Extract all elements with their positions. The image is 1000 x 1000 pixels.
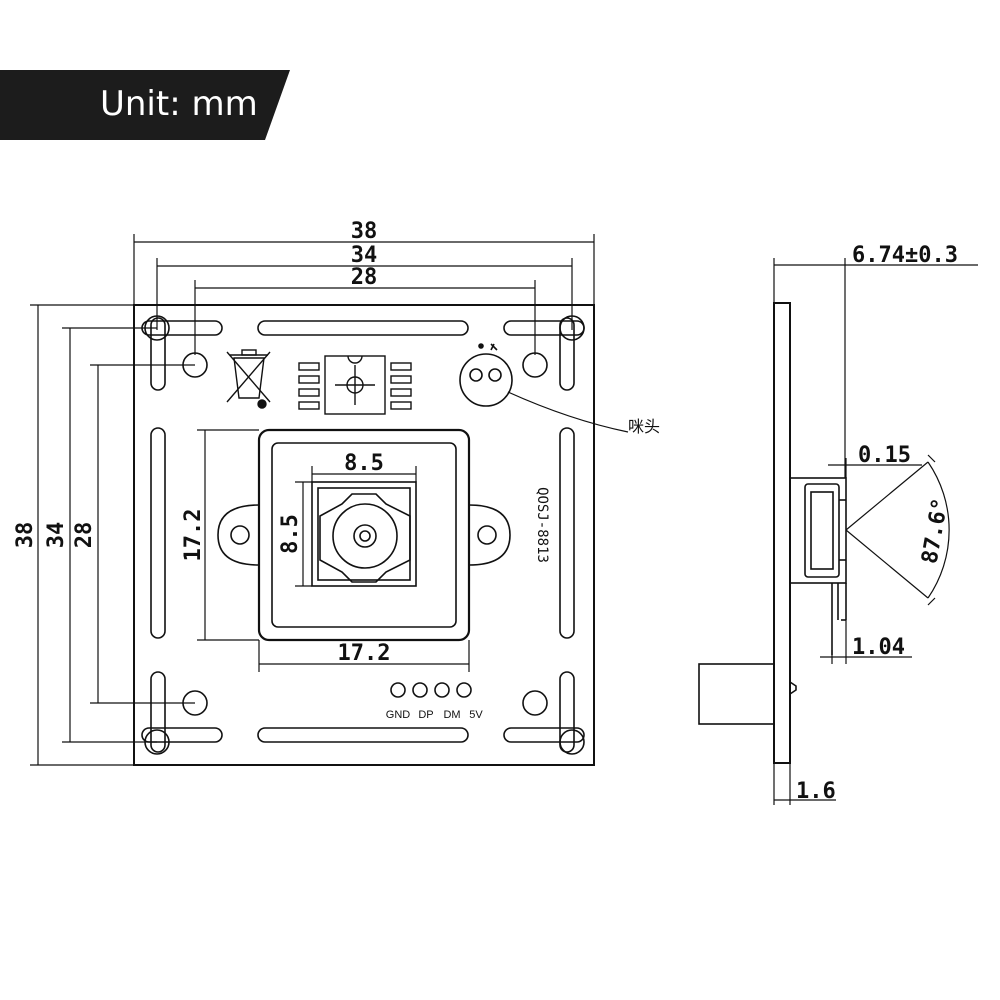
microphone-icon <box>459 343 629 433</box>
pcb-outline <box>133 304 595 766</box>
dim-gap: 0.15 <box>858 443 911 468</box>
pin-pads <box>390 682 472 698</box>
pin-label-dp: DP <box>418 709 433 721</box>
side-connector <box>698 663 775 725</box>
pcb-slots <box>141 317 585 753</box>
side-pcb <box>773 302 791 764</box>
dim-sensor-w: 8.5 <box>344 451 384 476</box>
dim-fov: 87.6° <box>918 496 954 566</box>
inner-dimension-lines <box>197 429 470 672</box>
left-dimension-lines <box>30 304 195 766</box>
unit-label: Unit: mm <box>100 84 258 124</box>
mounting-holes <box>144 315 585 755</box>
board-marking: QOSJ-8813 <box>534 487 550 563</box>
dim-sensor-thickness: 1.04 <box>852 635 905 660</box>
dim-pcb-thickness: 1.6 <box>796 779 836 804</box>
dim-sensor-h: 8.5 <box>278 514 303 554</box>
pin-label-5v: 5V <box>469 709 483 721</box>
ic-chip-icon <box>298 355 412 415</box>
dim-holder-w: 17.2 <box>338 641 391 666</box>
lens-icon <box>319 493 411 583</box>
dim-height-holes: 34 <box>44 522 69 549</box>
dim-height-overall: 38 <box>13 522 38 549</box>
microphone-label: 咪头 <box>628 417 660 436</box>
pin-label-dm: DM <box>443 709 460 721</box>
dim-width-inner: 28 <box>351 265 378 290</box>
dim-total-height: 6.74±0.3 <box>852 243 958 268</box>
top-dimension-lines <box>133 234 595 355</box>
lens-holder <box>217 428 511 642</box>
side-lens-holder <box>789 477 847 584</box>
side-view <box>698 258 978 805</box>
pin-label-gnd: GND <box>386 709 411 721</box>
weee-bin-icon <box>226 349 271 409</box>
side-dimension-lines <box>773 258 978 805</box>
dim-holder-h: 17.2 <box>181 509 206 562</box>
front-view <box>30 234 629 766</box>
unit-banner <box>0 70 290 140</box>
dim-width-overall: 38 <box>351 219 378 244</box>
dim-width-holes: 34 <box>351 243 378 268</box>
fov-cone <box>845 454 950 606</box>
dim-height-inner: 28 <box>72 522 97 549</box>
